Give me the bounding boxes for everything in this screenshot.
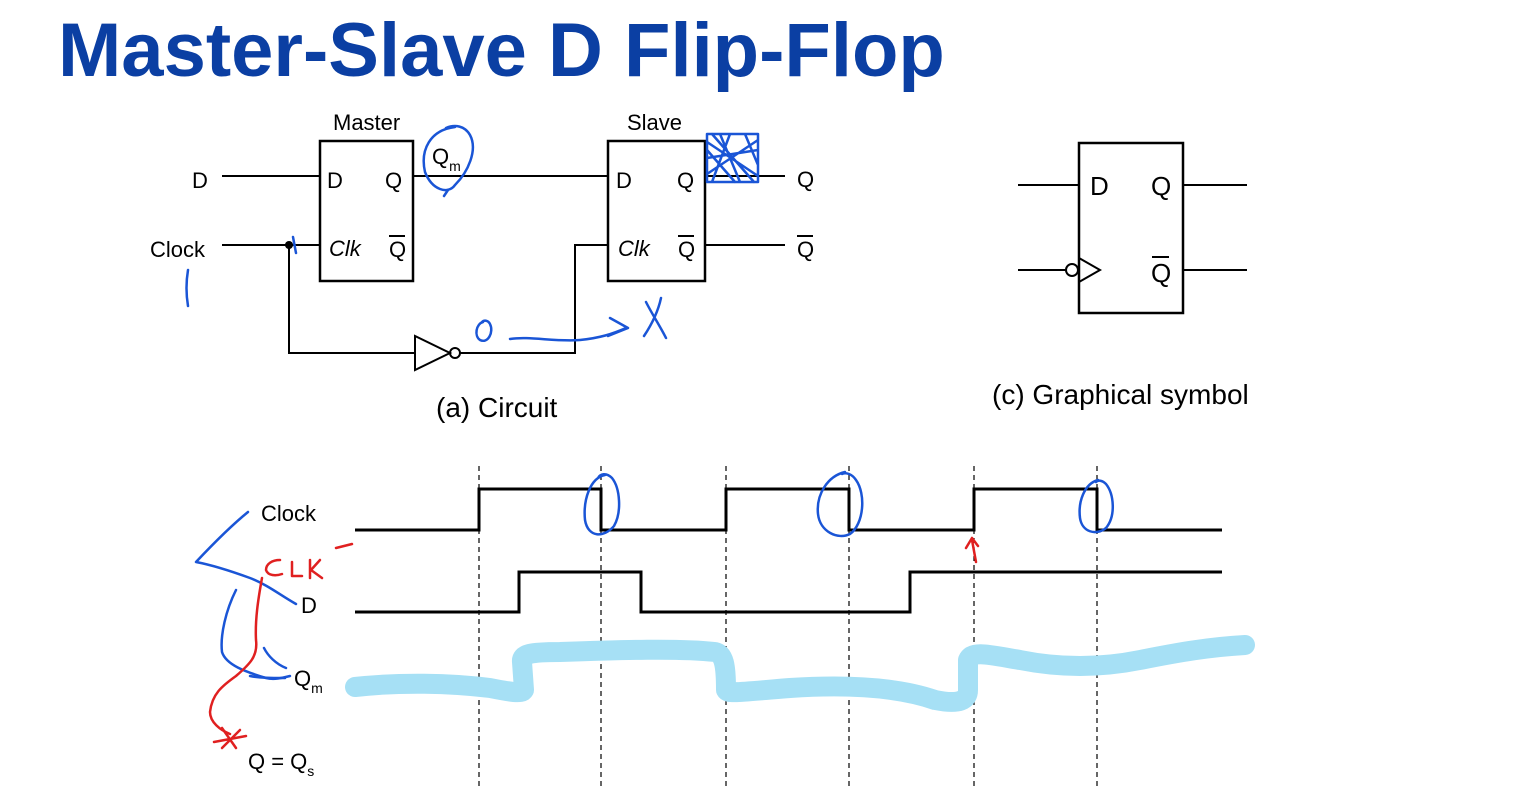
timing-label-qs: Q = Qs xyxy=(248,749,314,779)
symbol-clk-triangle xyxy=(1078,257,1103,283)
symbol-block xyxy=(1077,141,1185,315)
clock-waveform xyxy=(355,487,1222,532)
slave-pin-q: Q xyxy=(677,168,694,193)
d-waveform xyxy=(355,570,1222,614)
symbol-caption: (c) Graphical symbol xyxy=(992,379,1249,410)
master-label: Master xyxy=(333,110,400,135)
clock-d-bracket xyxy=(194,510,298,606)
output-q-label: Q xyxy=(797,167,814,192)
master-pin-qbar: Q xyxy=(389,237,406,262)
slave-q-scribble xyxy=(705,132,760,184)
qm-circle-mark xyxy=(422,124,475,192)
symbol-pin-q: Q xyxy=(1151,171,1171,201)
output-qbar-label: Q xyxy=(797,237,814,262)
inverter xyxy=(414,334,453,372)
circuit-caption: (a) Circuit xyxy=(436,392,558,423)
input-d-label: D xyxy=(192,168,208,193)
clk-note xyxy=(264,542,354,580)
symbol-pin-qbar: Q xyxy=(1151,258,1171,288)
inverter-zero-mark xyxy=(475,319,493,343)
slave-block xyxy=(606,139,707,283)
wire-clock-down xyxy=(288,245,415,354)
qm-bracket-arrow xyxy=(248,646,288,680)
handwritten-annotations xyxy=(185,124,1255,750)
symbol-pin-d: D xyxy=(1090,171,1109,201)
timing-diagram: Clock D Qm Q = Qs xyxy=(248,466,1222,790)
master-pin-clk: Clk xyxy=(329,236,362,261)
slave-label: Slave xyxy=(627,110,682,135)
slave-x-mark xyxy=(642,296,668,340)
wire-inverted-clock xyxy=(460,244,608,354)
clock-tick-mark xyxy=(291,235,298,255)
input-clock-label: Clock xyxy=(150,237,206,262)
clock-edge-circle xyxy=(583,473,621,536)
qs-bracket xyxy=(208,576,264,736)
symbol-clk-bubble xyxy=(1065,263,1079,277)
master-block xyxy=(318,139,415,283)
clock-edge-circle xyxy=(1078,478,1114,534)
page-title: Master-Slave D Flip-Flop xyxy=(58,8,945,93)
clock-edge-circle xyxy=(816,470,864,538)
qs-arrow-mark xyxy=(212,726,248,750)
clock-value-one-mark xyxy=(185,268,190,308)
qm-highlighter-trace xyxy=(345,635,1255,712)
timing-label-d: D xyxy=(301,593,317,618)
master-pin-d: D xyxy=(327,168,343,193)
timing-label-qm: Qm xyxy=(294,666,323,696)
slave-pin-clk: Clk xyxy=(618,236,651,261)
rising-edge-arrow xyxy=(964,536,980,564)
slave-pin-qbar: Q xyxy=(678,237,695,262)
graphical-symbol: D Q Q (c) Graphical symbol xyxy=(992,141,1249,410)
qm-label: Qm xyxy=(432,144,461,174)
circuit: Master D Q Clk Q Slave D Q Clk Q D Clock… xyxy=(150,110,814,423)
slave-pin-d: D xyxy=(616,168,632,193)
qm-circle-tail xyxy=(442,188,450,198)
timing-label-clock: Clock xyxy=(261,501,317,526)
inverter-arrow-mark xyxy=(508,316,630,342)
master-pin-q: Q xyxy=(385,168,402,193)
